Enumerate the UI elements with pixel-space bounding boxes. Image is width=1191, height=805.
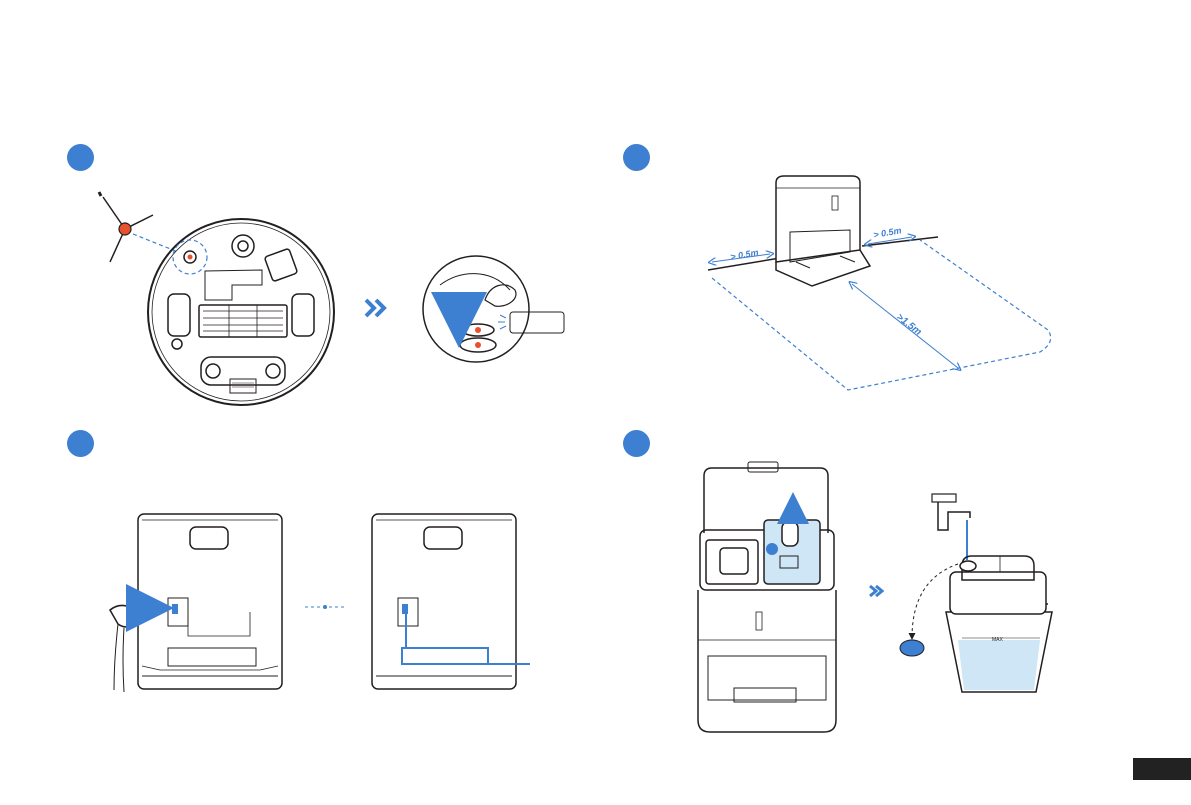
step1-illustration <box>99 192 564 405</box>
page-tab <box>1133 758 1191 780</box>
station-icon <box>776 176 870 286</box>
left-clearance-label: > 0.5m <box>730 247 760 262</box>
station-back-after-icon <box>372 514 530 689</box>
faucet-icon <box>932 494 970 560</box>
water-tank-icon <box>946 556 1052 692</box>
front-clearance-label: >1.5m <box>894 312 923 338</box>
station-open-lid-icon <box>698 462 836 732</box>
zoom-detail-icon <box>423 256 564 362</box>
station-back-before-icon <box>138 514 282 689</box>
tank-max-label: MAX <box>992 637 1004 643</box>
step3-illustration <box>110 514 530 692</box>
side-brush-icon <box>99 192 153 262</box>
step4-illustration <box>698 462 1052 732</box>
plug-icon <box>110 600 136 692</box>
robot-bottom-icon <box>148 219 334 405</box>
right-clearance-label: > 0.5m <box>873 225 903 240</box>
step2-illustration <box>708 176 1051 390</box>
